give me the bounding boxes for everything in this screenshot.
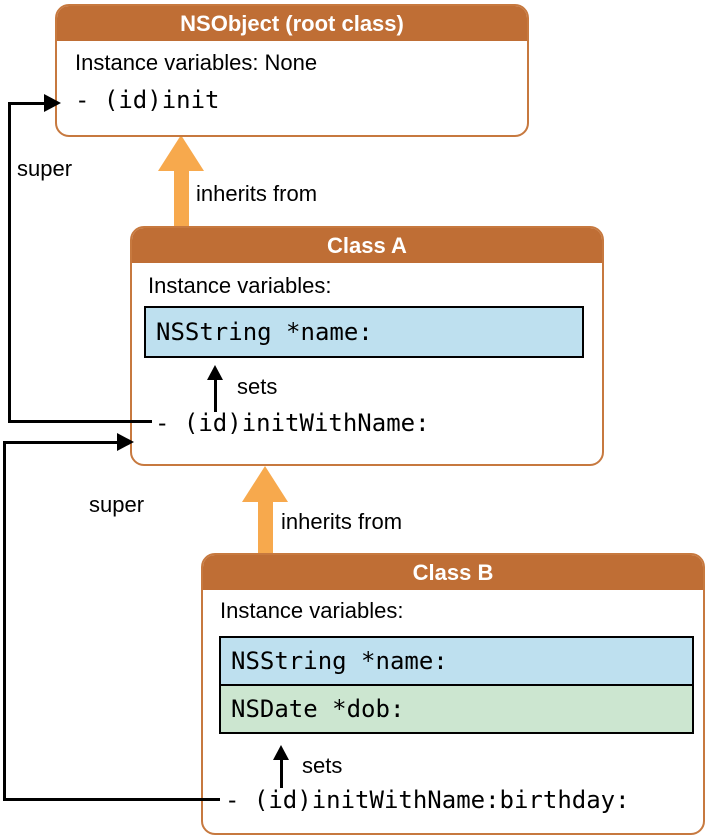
sets-arrow-head	[207, 365, 223, 380]
class-box-class-b: Class B Instance variables: NSString *na…	[201, 553, 705, 835]
method-init: - (id)init	[75, 86, 220, 114]
arrow-shaft	[174, 169, 189, 227]
variable-row-name: NSString *name:	[144, 306, 584, 358]
class-header-class-a: Class A	[132, 228, 602, 263]
sets-arrow-shaft	[214, 380, 217, 412]
super-label-bottom: super	[89, 492, 145, 517]
class-header-class-b: Class B	[203, 555, 703, 590]
instance-variables-label: Instance variables:	[148, 273, 332, 298]
super-line-segment	[3, 441, 119, 444]
super-line-segment	[8, 102, 46, 105]
super-arrow-head	[117, 433, 134, 451]
arrow-head	[242, 466, 288, 502]
super-label-top: super	[17, 156, 73, 181]
class-box-class-a: Class A Instance variables: NSString *na…	[130, 226, 604, 466]
inherits-from-label-bottom: inherits from	[281, 509, 403, 534]
arrow-shaft	[258, 500, 273, 554]
arrow-head	[158, 135, 204, 171]
method-initwithname: - (id)initWithName:	[155, 409, 430, 437]
class-header-nsobject: NSObject (root class)	[57, 6, 527, 41]
super-line-segment	[3, 441, 6, 801]
sets-arrow-shaft	[280, 760, 283, 788]
method-initwithname-birthday: - (id)initWithName:birthday:	[225, 786, 630, 814]
super-arrow-head	[44, 94, 61, 112]
instance-variables-label: Instance variables:	[220, 598, 404, 623]
variable-row-name: NSString *name:	[219, 636, 694, 686]
sets-arrow-head	[273, 745, 289, 760]
variable-row-dob: NSDate *dob:	[219, 684, 694, 734]
inherits-from-label-top: inherits from	[196, 181, 318, 206]
class-box-nsobject: NSObject (root class) Instance variables…	[55, 4, 529, 137]
super-line-segment	[3, 798, 220, 801]
instance-variables-label: Instance variables: None	[75, 50, 318, 75]
sets-label: sets	[237, 374, 278, 399]
sets-label: sets	[302, 753, 343, 778]
super-line-segment	[8, 420, 152, 423]
super-line-segment	[8, 102, 11, 423]
